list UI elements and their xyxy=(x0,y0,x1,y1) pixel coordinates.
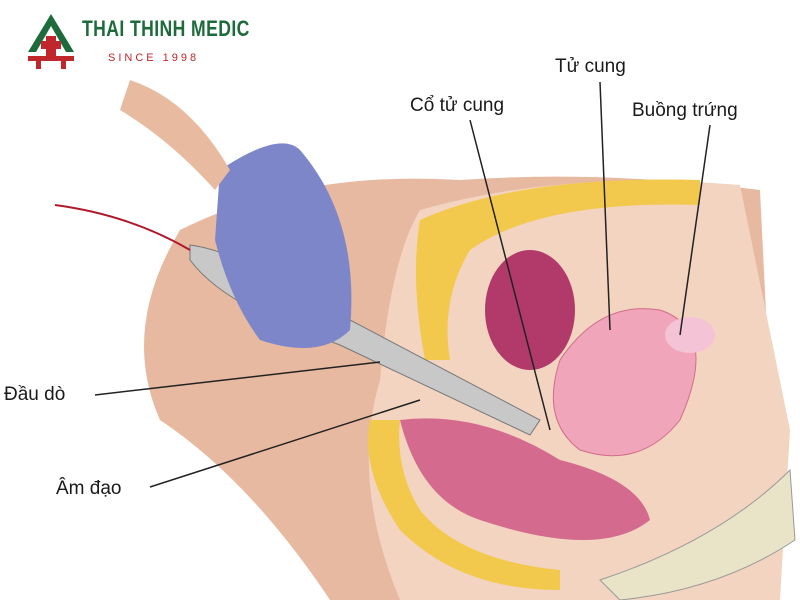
label-vagina: Âm đạo xyxy=(56,478,122,499)
label-probe: Đầu dò xyxy=(4,384,66,405)
label-cervix: Cổ tử cung xyxy=(410,95,505,116)
logo xyxy=(26,12,226,72)
brand-name: THAI THINH MEDIC xyxy=(82,16,250,41)
logo-emblem-icon xyxy=(28,14,74,69)
label-uterus: Tử cung xyxy=(555,56,626,77)
label-ovary: Buồng trứng xyxy=(632,100,738,121)
brand-tagline: SINCE 1998 xyxy=(108,52,200,64)
